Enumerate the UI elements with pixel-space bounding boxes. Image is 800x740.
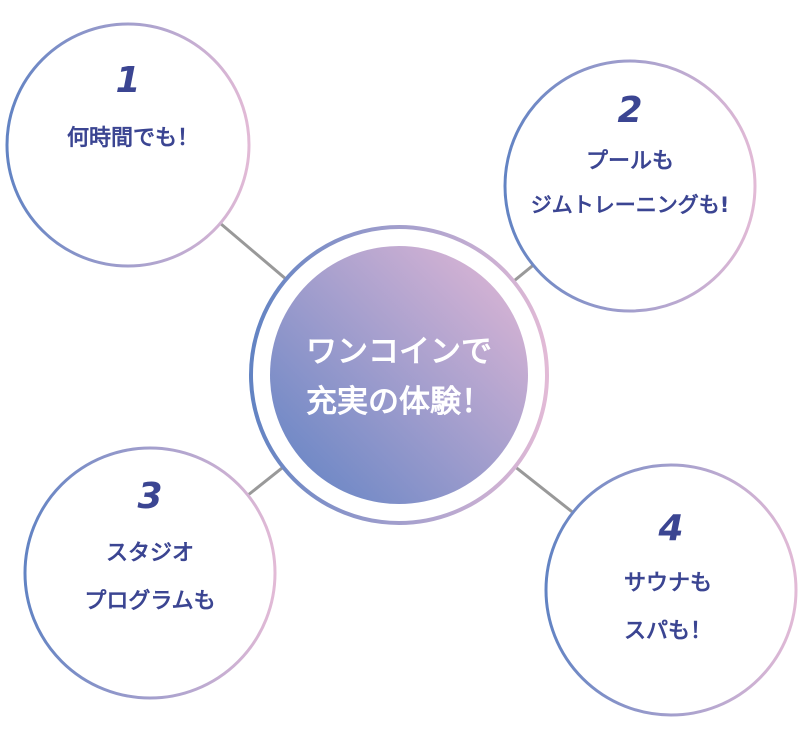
item-number: 3 <box>137 476 162 517</box>
item-label-line: プログラムも <box>84 588 215 614</box>
center-node: ワンコインで 充実の体験！ <box>249 225 549 525</box>
item-label-line: スタジオ <box>106 541 194 566</box>
item-label-line: 何時間でも！ <box>67 125 199 151</box>
item-node-2: 2 プールも ジムトレーニングも! <box>503 59 757 313</box>
center-line-2: 充実の体験！ <box>306 384 492 420</box>
item-number: 4 <box>657 508 683 549</box>
item-number: 2 <box>617 90 642 131</box>
item-label-line: スパも！ <box>624 619 712 644</box>
center-line-1: ワンコインで <box>306 334 492 370</box>
item-node-3: 3 スタジオ プログラムも <box>23 446 277 700</box>
item-label-line: プールも <box>586 149 674 174</box>
item-label-line: ジムトレーニングも! <box>531 193 730 217</box>
item-number: 1 <box>115 60 140 101</box>
item-node-1: 1 何時間でも！ <box>5 22 251 268</box>
item-label-line: サウナも <box>624 571 712 596</box>
item-node-4: 4 サウナも スパも！ <box>544 463 798 717</box>
